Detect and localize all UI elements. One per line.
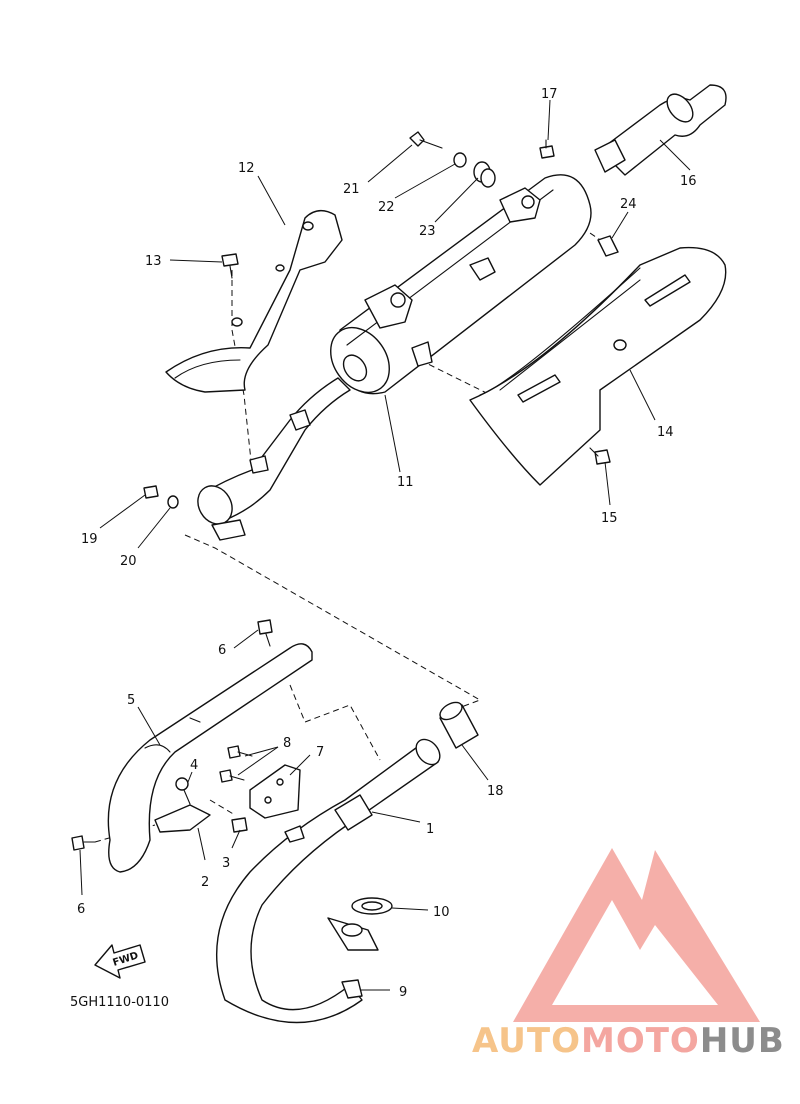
callout-17: 17 [541,87,558,102]
fwd-arrow: FWD [94,944,146,979]
callout-6a: 6 [218,643,226,658]
muffler-inlet-pipe [197,377,351,541]
bracket-hardware [71,619,301,851]
watermark-logo [513,848,760,1022]
gasket [439,701,479,749]
watermark-text-hub: HUB [700,1021,785,1061]
heat-guard-front [165,210,343,393]
callout-23: 23 [419,224,436,239]
callout-1: 1 [426,822,434,837]
watermark-text-moto: MOTO [581,1021,700,1061]
diagram-code: 5GH1110-0110 [70,995,169,1010]
callout-19: 19 [81,532,98,547]
callout-10: 10 [433,905,450,920]
callout-numbers: 1 2 3 4 5 6 6 7 8 9 10 11 12 13 14 15 16… [77,87,697,1000]
muffler-body [330,174,592,395]
heat-guard-muffler [469,246,727,486]
callout-15: 15 [601,511,618,526]
exhaust-flange-parts [327,897,393,999]
callout-22: 22 [378,200,395,215]
callout-20: 20 [120,554,137,569]
callout-7: 7 [316,745,324,760]
fasteners [143,131,619,509]
callout-6b: 6 [77,902,85,917]
exhaust-pipe [216,738,441,1024]
callout-9: 9 [399,985,407,1000]
callout-12: 12 [238,161,255,176]
exhaust-pipe-protector [107,643,313,873]
callout-3: 3 [222,856,230,871]
leader-lines [79,99,691,991]
callout-11: 11 [397,475,414,490]
callout-2: 2 [201,875,209,890]
callout-4: 4 [190,758,198,773]
watermark-text: AUTOMOTOHUB [472,1021,785,1061]
tail-pipe [594,84,727,176]
callout-13: 13 [145,254,162,269]
callout-18: 18 [487,784,504,799]
callout-5: 5 [127,693,135,708]
callout-24: 24 [620,197,637,212]
watermark-text-auto: AUTO [472,1021,581,1061]
callout-16: 16 [680,174,697,189]
callout-8: 8 [283,736,291,751]
callout-14: 14 [657,425,674,440]
callout-21: 21 [343,182,360,197]
